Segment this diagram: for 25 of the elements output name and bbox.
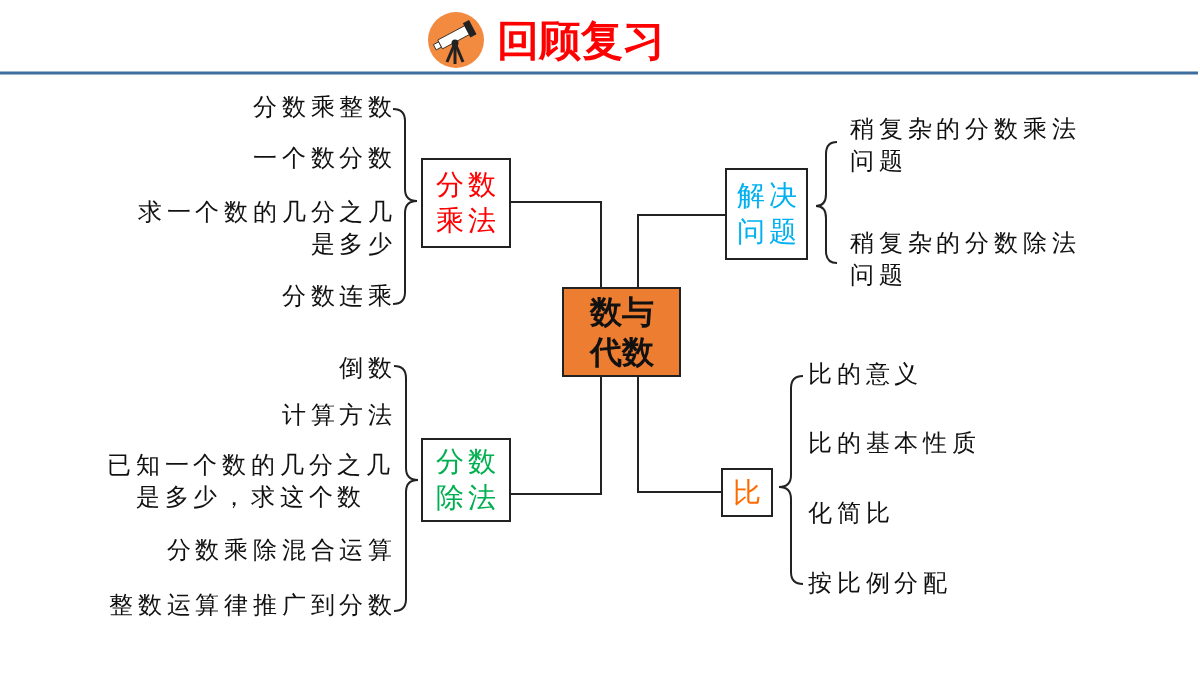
item-label: 分数连乘: [281, 281, 397, 312]
item-label: 化简比: [808, 498, 895, 529]
item-label: 稍复杂的分数除法问题: [850, 228, 1082, 291]
item-label: 求一个数的几分之几是多少: [136, 197, 397, 260]
item-label: 分数乘除混合运算: [166, 535, 397, 566]
item-label: 一个数分数: [253, 143, 397, 174]
connector-line: [637, 376, 722, 493]
item-label: 比的基本性质: [808, 428, 981, 459]
central-topic-box: 数与代数: [562, 287, 681, 377]
topic-box: 比: [721, 468, 773, 517]
item-label: 稍复杂的分数乘法问题: [850, 114, 1082, 177]
item-label: 按比例分配: [808, 568, 952, 599]
item-label: 整数运算律推广到分数: [109, 590, 397, 621]
topic-box: 分数乘法: [421, 158, 511, 248]
item-label: 已知一个数的几分之几是多少，求这个数: [106, 450, 396, 513]
item-label: 计算方法: [281, 400, 397, 431]
connector-line: [637, 214, 726, 288]
title: 回顾复习: [497, 15, 665, 67]
topic-box: 解决问题: [725, 168, 808, 260]
item-label: 分数乘整数: [253, 92, 397, 123]
item-label: 倒数: [339, 353, 397, 384]
topic-box: 分数除法: [421, 438, 511, 522]
item-label: 比的意义: [808, 359, 924, 390]
connector-line: [510, 376, 602, 495]
connector-line: [510, 201, 602, 288]
